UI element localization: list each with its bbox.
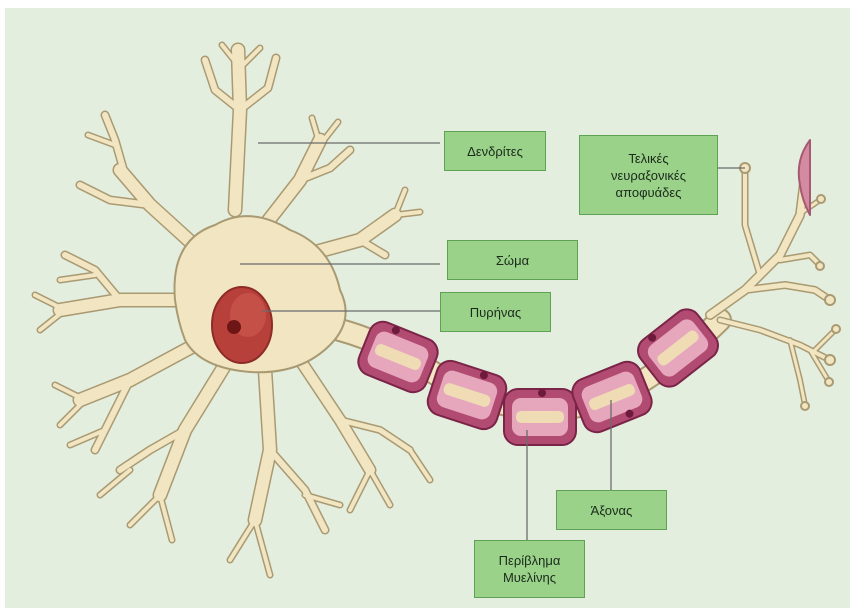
nucleolus [227, 320, 241, 334]
label-dendrites: Δενδρίτες [444, 131, 546, 171]
label-nucleus: Πυρήνας [440, 292, 551, 332]
label-soma: Σώμα [447, 240, 578, 280]
myelin-segment [504, 389, 576, 445]
label-myelin-sheath: Περίβλημα Μυελίνης [474, 540, 585, 598]
label-axon-terminals: Τελικές νευραξονικές αποφυάδες [579, 135, 718, 215]
label-axon: Άξονας [556, 490, 667, 530]
